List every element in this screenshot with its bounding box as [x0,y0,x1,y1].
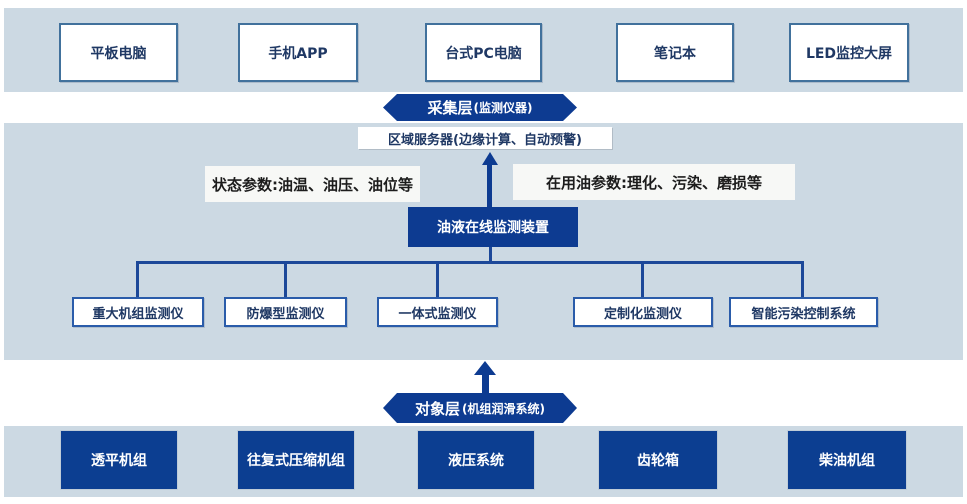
up-arrow-stem [487,164,492,207]
connector-horizontal [136,261,804,264]
terminal-box-led-screen: LED监控大屏 [789,23,909,82]
collection-layer-subtitle: (监测仪器) [473,101,533,115]
object-box-gearbox: 齿轮箱 [599,431,717,489]
connector-drop-2 [284,261,287,297]
connector-drop-4 [641,261,644,297]
object-box-turbine-unit: 透平机组 [61,431,177,489]
connector-drop-5 [801,261,804,297]
regional-server-box: 区域服务器(边缘计算、自动预警) [358,127,612,149]
terminal-box-phone-app: 手机APP [238,23,358,82]
up-arrow-icon [474,361,496,375]
object-layer-subtitle: (机组润滑系统) [462,401,545,416]
terminal-box-laptop: 笔记本 [616,23,734,82]
terminal-box-desktop-pc: 台式PC电脑 [425,23,542,82]
object-layer-banner: 对象层(机组润滑系统) [383,393,577,423]
connector-drop-1 [136,261,139,297]
oil-monitoring-device-box: 油液在线监测装置 [408,207,578,247]
object-layer-title: 对象层 [415,399,461,418]
connector-drop-3 [436,261,439,297]
collection-layer-banner: 采集层(监测仪器) [383,94,577,121]
up-arrow-stem [482,374,489,393]
monitor-box-all-in-one: 一体式监测仪 [377,297,498,327]
monitor-box-explosion-proof: 防爆型监测仪 [224,297,347,327]
in-use-oil-params-label: 在用油参数:理化、污染、磨损等 [513,164,795,200]
monitor-box-major-unit: 重大机组监测仪 [72,297,204,327]
terminal-box-tablet: 平板电脑 [59,23,178,82]
up-arrow-icon [482,152,498,165]
object-box-diesel-unit: 柴油机组 [788,431,906,489]
object-box-reciprocating-compressor: 往复式压缩机组 [238,431,354,489]
monitor-box-customized: 定制化监测仪 [573,297,713,327]
monitor-box-pollution-control: 智能污染控制系统 [729,297,878,327]
object-box-hydraulic-system: 液压系统 [418,431,534,489]
connector-stem [489,247,492,263]
collection-layer-title: 采集层 [427,99,473,117]
status-params-label: 状态参数:油温、油压、油位等 [205,166,420,202]
